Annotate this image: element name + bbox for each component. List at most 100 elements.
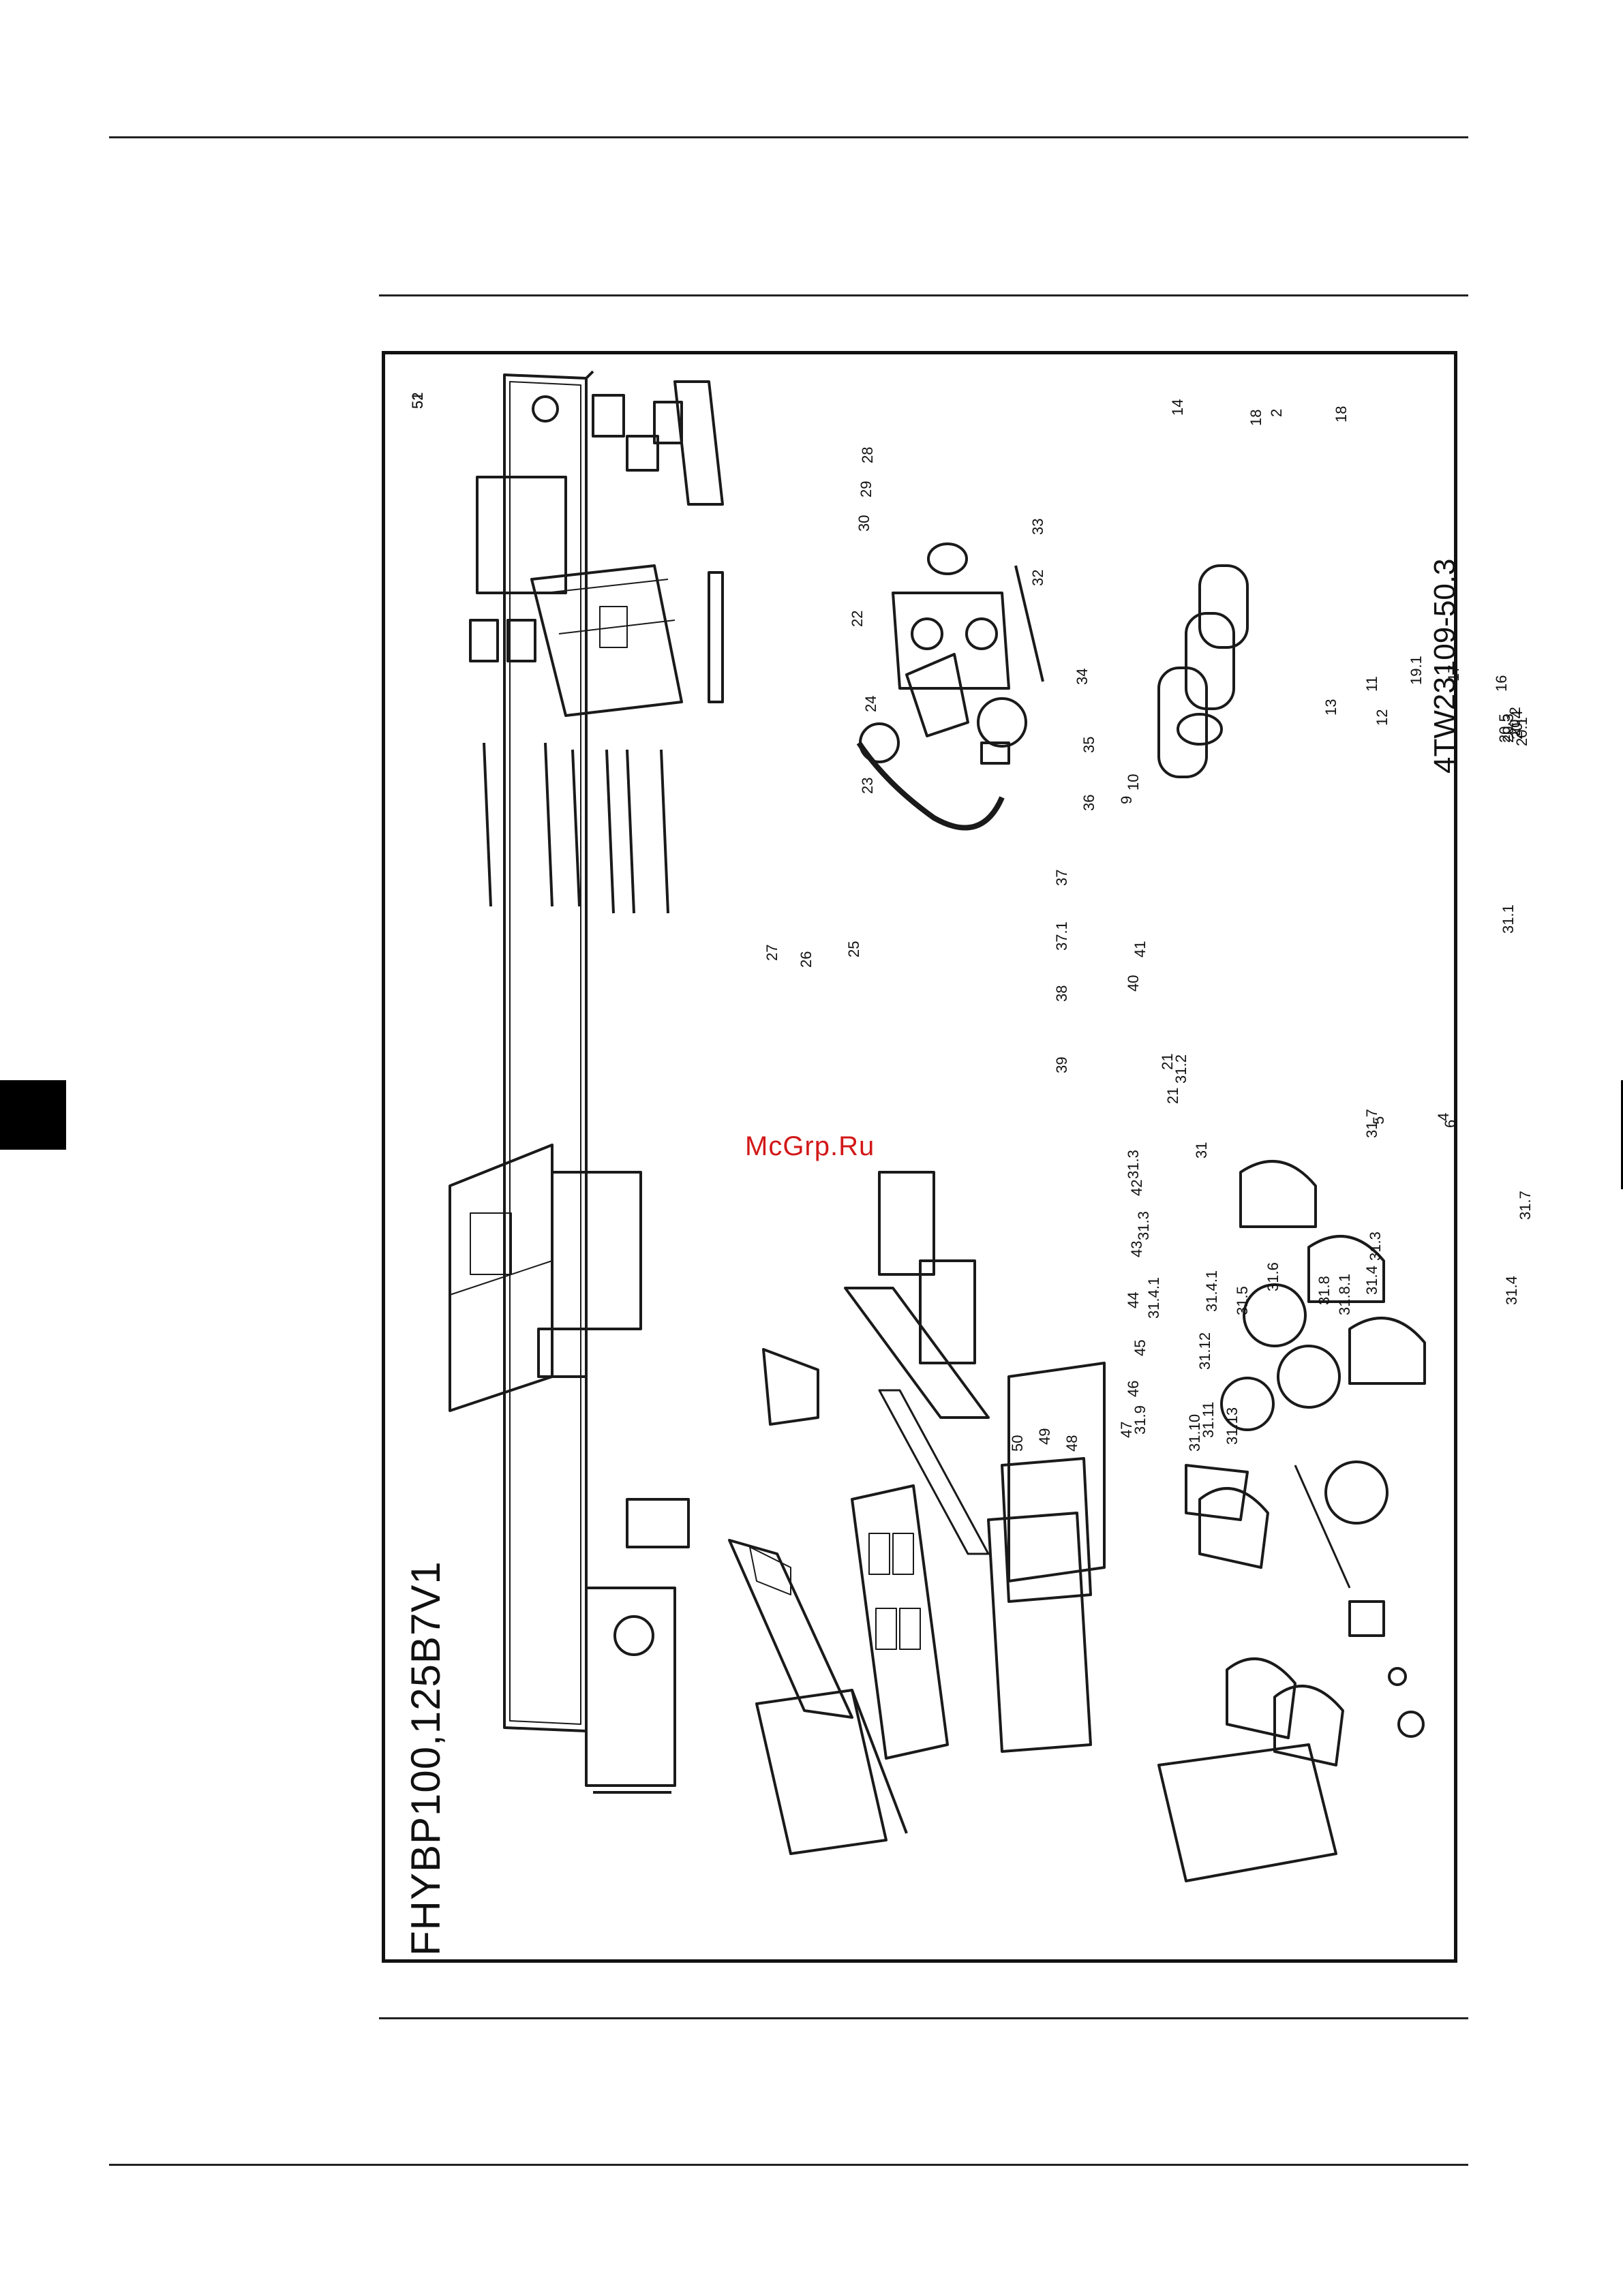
part-label: 41 (1132, 940, 1149, 958)
part-label: 22 (849, 610, 866, 627)
part-label: 31.1 (1500, 904, 1517, 934)
part-label: 39 (1053, 1056, 1070, 1073)
part-rods-42-45 (483, 742, 669, 914)
part-label: 2 (1268, 408, 1285, 417)
part-filter-21 (878, 1171, 976, 1364)
part-label: 21 (1164, 1087, 1181, 1104)
part-label: 47 (1118, 1421, 1135, 1438)
part-plate-14 (551, 1171, 642, 1330)
upper-rule (379, 294, 1468, 296)
part-plate-22 (892, 592, 1010, 690)
part-label: 31.6 (1264, 1262, 1281, 1291)
part-wire-28-30 (1014, 565, 1044, 682)
part-label: 27 (763, 944, 780, 961)
part-label: 17 (1445, 664, 1462, 682)
part-frame-9-10 (844, 1287, 990, 1555)
part-label: 42 (1128, 1179, 1145, 1196)
part-label: 18 (1247, 409, 1264, 426)
part-switchbox-32 (530, 564, 683, 717)
part-bracket-12 (762, 1348, 819, 1426)
part-ring-24 (927, 542, 968, 575)
part-cover-34 (673, 380, 724, 506)
part-label: 16 (1493, 675, 1510, 692)
top-rule (109, 136, 1468, 138)
part-bracket-13 (537, 1328, 588, 1378)
lower-rule (379, 2017, 1468, 2019)
part-label: 32 (1029, 569, 1046, 586)
part-label: 30 (855, 515, 873, 532)
part-label: 23 (859, 777, 876, 794)
part-label: 18 (1333, 405, 1350, 423)
part-label: 33 (1029, 518, 1046, 535)
part-label: 9 (1118, 795, 1135, 804)
part-blocks-35-36 (469, 619, 536, 662)
part-bracket-11 (626, 1498, 690, 1548)
model-title: FHYBP100,125B7V1 (403, 1561, 449, 1956)
part-label: 46 (1125, 1380, 1142, 1397)
part-label: 52 (409, 392, 426, 409)
part-label: 31.3 (1135, 1211, 1152, 1240)
part-label: 38 (1053, 985, 1070, 1002)
part-label: 28 (859, 446, 876, 463)
part-label: 31.5 (1234, 1286, 1251, 1315)
part-label: 31.4.1 (1203, 1270, 1220, 1312)
part-cover-33 (708, 571, 724, 703)
part-label: 19.1 (1408, 656, 1425, 685)
part-label: 6 (1442, 1119, 1459, 1128)
part-fan-assembly-31 (1157, 1160, 1426, 1882)
part-label: 12 (1374, 709, 1391, 726)
part-top-plate-2 (449, 1144, 553, 1412)
part-label: 31.4.1 (1145, 1276, 1162, 1319)
part-frame-7-8 (755, 1689, 908, 1855)
part-label: 31.2 (1172, 1054, 1189, 1084)
part-drainpan-20 (728, 1539, 853, 1719)
part-label: 20.5 (1496, 714, 1513, 743)
part-label: 11 (1363, 676, 1380, 692)
part-label: 24 (862, 695, 879, 712)
part-label: 31.12 (1196, 1332, 1213, 1370)
part-side-plate-3 (585, 1587, 676, 1794)
part-drain-hose-27 (856, 722, 1005, 831)
part-bracket-23 (905, 653, 969, 737)
part-pump-25 (977, 697, 1027, 765)
part-label: 31.8 (1316, 1276, 1333, 1305)
bottom-rule (109, 2164, 1468, 2166)
part-label: 29 (858, 480, 875, 498)
part-panel-1 (503, 370, 594, 1732)
part-label: 31.4 (1363, 1266, 1380, 1295)
margin-mark (1621, 1080, 1623, 1189)
part-grille-19 (851, 1484, 949, 1760)
part-label: 43 (1128, 1240, 1145, 1257)
part-components-38-41 (532, 394, 683, 472)
part-label: 34 (1074, 668, 1091, 685)
part-label: 31 (1193, 1142, 1210, 1159)
part-label: 26 (798, 951, 815, 968)
diagram-frame (382, 351, 1457, 1963)
part-label: 31.8.1 (1336, 1273, 1353, 1315)
part-ducts-49-52 (1157, 564, 1249, 778)
part-label: 40 (1125, 975, 1142, 992)
part-label: 25 (845, 940, 862, 958)
part-label: 35 (1080, 736, 1097, 753)
part-label: 49 (1036, 1428, 1053, 1445)
section-tab (0, 1080, 66, 1150)
part-label: 31.13 (1224, 1407, 1241, 1445)
part-label: 31.11 (1200, 1401, 1217, 1438)
part-label: 31.3 (1125, 1150, 1142, 1179)
part-label: 48 (1063, 1435, 1080, 1452)
part-label: 31.7 (1517, 1191, 1534, 1220)
watermark: McGrp.Ru (745, 1131, 875, 1161)
part-label: 37.1 (1053, 921, 1070, 951)
part-plates-4-5-6 (987, 1362, 1106, 1753)
part-label: 13 (1322, 699, 1339, 716)
part-label: 37 (1053, 869, 1070, 886)
part-label: 10 (1125, 774, 1142, 791)
part-label: 31.4 (1503, 1276, 1520, 1305)
part-label: 36 (1080, 794, 1097, 811)
part-label: 45 (1132, 1339, 1149, 1356)
part-label: 50 (1009, 1435, 1026, 1452)
part-plate-37 (476, 476, 567, 594)
part-label: 14 (1169, 399, 1186, 416)
part-label: 31.7 (1363, 1109, 1380, 1138)
